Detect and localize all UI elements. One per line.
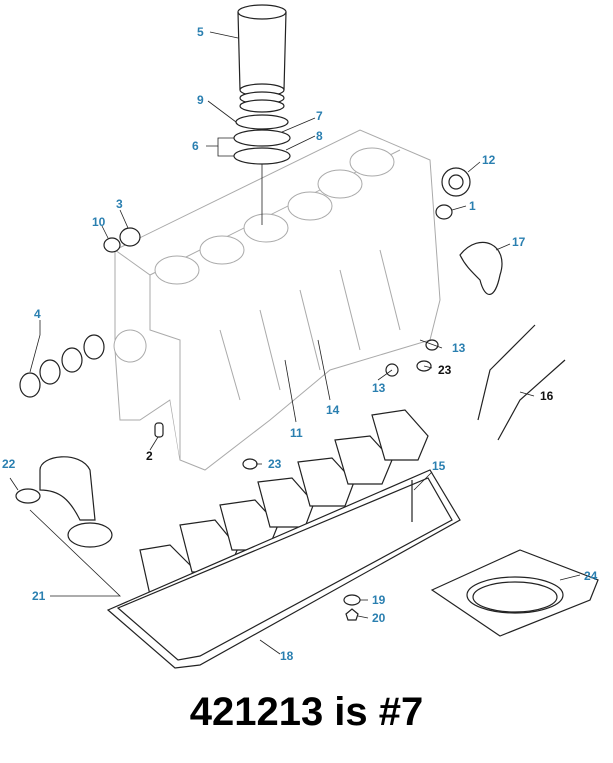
gasket-kit [430, 549, 599, 637]
cylinder-block [113, 129, 441, 471]
callout-17: 17 [512, 235, 526, 249]
o-ring [459, 242, 503, 295]
callout-9: 9 [197, 93, 204, 107]
plug [435, 204, 453, 220]
callout-16: 16 [540, 389, 554, 403]
camshaft-bushings [19, 334, 105, 398]
callout-22: 22 [2, 457, 16, 471]
callout-21: 21 [32, 589, 46, 603]
core-plugs [103, 227, 141, 253]
leader-lines [9, 31, 581, 655]
callout-13-lower: 13 [372, 381, 386, 395]
rear-seal [441, 167, 471, 197]
callout-5: 5 [197, 25, 204, 39]
callout-15: 15 [432, 459, 446, 473]
cylinder-liner [237, 4, 287, 113]
engine-block-exploded-diagram: 5 9 7 8 6 12 1 17 3 10 4 13 13 23 14 11 … [2, 4, 599, 669]
oil-pickup [15, 456, 113, 548]
callout-12: 12 [482, 153, 496, 167]
callout-18: 18 [280, 649, 294, 663]
callout-3: 3 [116, 197, 123, 211]
callout-4: 4 [34, 307, 41, 321]
liner-seal-rings [233, 114, 291, 165]
callout-23-lower: 23 [268, 457, 282, 471]
callout-20: 20 [372, 611, 386, 625]
callout-23-upper: 23 [438, 363, 452, 377]
callout-11: 11 [290, 426, 303, 440]
main-bearing-caps [139, 409, 429, 596]
callout-13-upper: 13 [452, 341, 466, 355]
callout-14: 14 [326, 403, 340, 417]
dipstick [477, 324, 566, 441]
callout-19: 19 [372, 593, 386, 607]
callout-10: 10 [92, 215, 106, 229]
callout-labels: 5 9 7 8 6 12 1 17 3 10 4 13 13 23 14 11 … [2, 25, 598, 663]
callout-8: 8 [316, 129, 323, 143]
callout-6: 6 [192, 139, 199, 153]
callout-24: 24 [584, 569, 598, 583]
callout-1: 1 [469, 199, 476, 213]
callout-2: 2 [146, 449, 153, 463]
caption: 421213 is #7 [189, 690, 424, 734]
callout-7: 7 [316, 109, 323, 123]
